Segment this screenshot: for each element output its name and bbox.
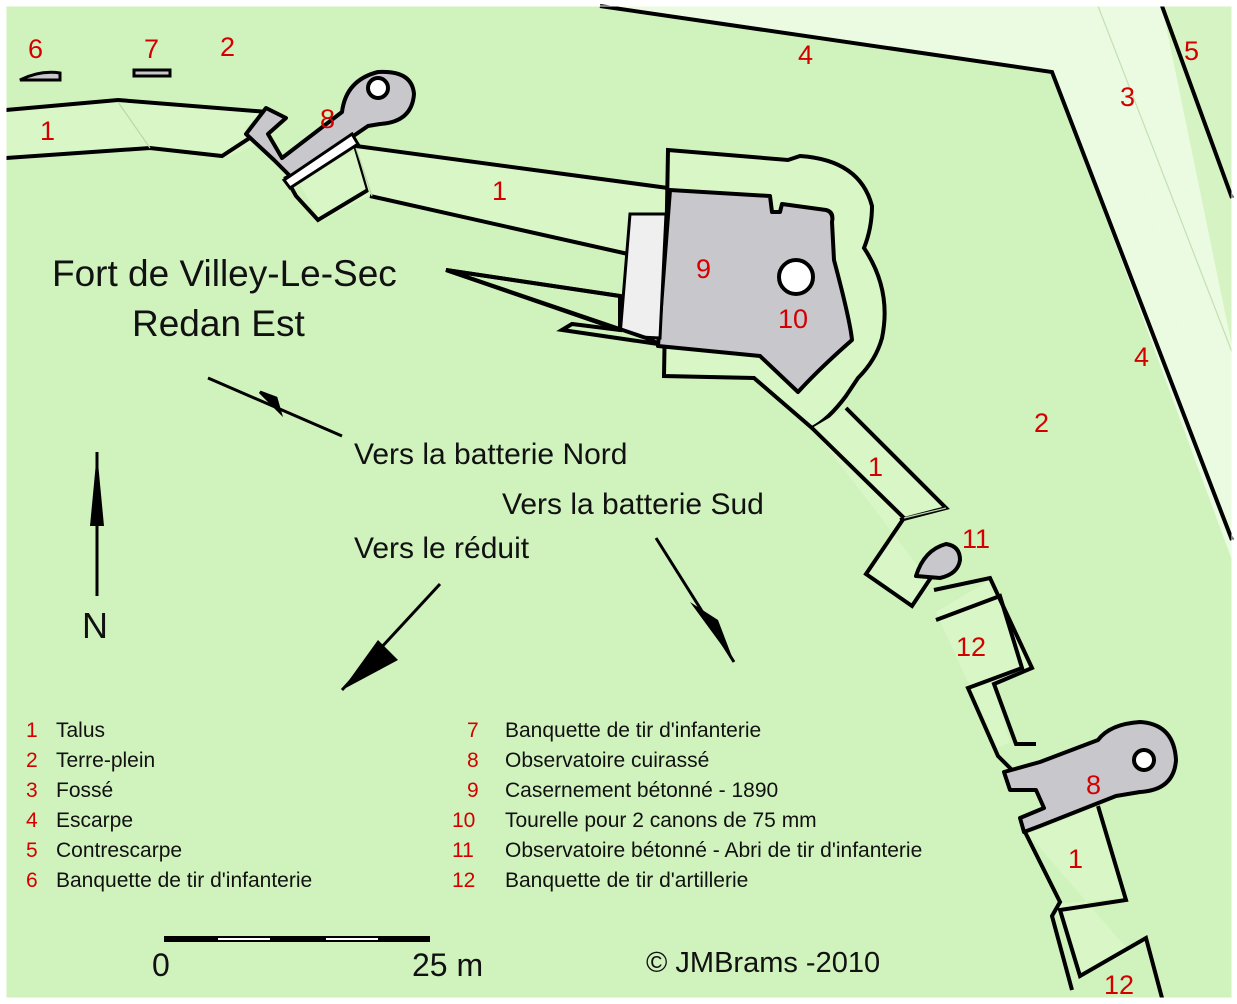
legend-right: 7 Banquette de tir d'infanterie 8 Observ… xyxy=(452,719,922,892)
legend-text: Tourelle pour 2 canons de 75 mm xyxy=(505,809,817,832)
wall-se-b xyxy=(810,426,934,609)
north-letter: N xyxy=(82,605,108,646)
legend-num: 11 xyxy=(452,839,474,862)
map-title-line2: Redan Est xyxy=(132,303,305,344)
observatoire-8-north xyxy=(244,69,416,180)
observatoire-8-south xyxy=(1002,720,1178,834)
map-number-4-north: 4 xyxy=(798,40,813,70)
obs8-north-step xyxy=(281,131,361,191)
map-title-line1: Fort de Villey-Le-Sec xyxy=(52,253,397,294)
talus-south xyxy=(1028,806,1130,976)
observatoire-11 xyxy=(914,542,962,580)
approach-platform xyxy=(618,212,668,340)
wall-south-inner xyxy=(1022,829,1074,991)
map-number-10: 10 xyxy=(778,304,808,334)
label-vers-batterie-sud: Vers la batterie Sud xyxy=(502,488,764,521)
banquette-7-shape xyxy=(132,68,172,78)
legend-num: 4 xyxy=(26,809,38,832)
map-number-12-south: 12 xyxy=(1104,970,1134,1000)
arrow-south-battery xyxy=(654,537,736,663)
contrescarpe-band xyxy=(1162,6,1232,346)
arrow-reduit xyxy=(340,582,442,692)
legend-num: 6 xyxy=(26,869,38,892)
legend-text: Banquette de tir d'infanterie xyxy=(56,869,312,892)
wall-north-b xyxy=(369,194,629,256)
scale-end-label: 25 m xyxy=(412,947,483,983)
contrescarpe-wall xyxy=(1160,5,1234,199)
talus-southeast xyxy=(812,408,946,606)
map-number-3: 3 xyxy=(1120,82,1135,112)
obs8-north-cupola-icon xyxy=(366,76,390,100)
map-number-5: 5 xyxy=(1184,36,1199,66)
legend-text: Fossé xyxy=(56,779,113,802)
talus-fold xyxy=(117,101,151,149)
banquette-6-shape xyxy=(19,70,62,82)
legend-text: Talus xyxy=(56,719,105,742)
legend-num: 10 xyxy=(452,809,475,832)
wall-north-a xyxy=(355,144,669,190)
legend-num: 1 xyxy=(26,719,38,742)
map-frame xyxy=(5,5,1233,999)
legend-text: Banquette de tir d'artillerie xyxy=(505,869,748,892)
north-arrow-icon xyxy=(90,452,104,596)
arrow-north-battery xyxy=(207,376,343,438)
legend-text: Contrescarpe xyxy=(56,839,182,862)
map-number-12-middle: 12 xyxy=(956,632,986,662)
legend-num: 8 xyxy=(467,749,479,772)
map-number-9: 9 xyxy=(696,254,711,284)
map-number-7: 7 xyxy=(144,34,159,64)
copyright-text: © JMBrams -2010 xyxy=(646,947,880,979)
legend-text: Banquette de tir d'infanterie xyxy=(505,719,761,742)
escarpe-wall xyxy=(599,4,1234,541)
wall-south-outer xyxy=(1057,805,1164,999)
legend-text: Terre-plein xyxy=(56,749,155,772)
wall-12-inner xyxy=(935,593,1025,774)
tourelle-10-icon xyxy=(777,258,815,296)
legend-left: 1 Talus 2 Terre-plein 3 Fossé 4 Escarpe … xyxy=(26,719,312,892)
wall-west-bottom xyxy=(5,128,264,160)
casernement-9 xyxy=(656,188,854,394)
map-number-1-west: 1 xyxy=(40,116,55,146)
legend-num: 7 xyxy=(467,719,479,742)
map-number-6: 6 xyxy=(28,34,43,64)
legend-num: 9 xyxy=(467,779,479,802)
map-number-8-north: 8 xyxy=(320,104,335,134)
legend-num: 2 xyxy=(26,749,38,772)
legend-text: Casernement bétonné - 1890 xyxy=(505,779,778,802)
talus-obs8-north xyxy=(296,148,372,222)
map-number-1-south: 1 xyxy=(1068,844,1083,874)
talus-north xyxy=(356,148,668,254)
wall-west-top xyxy=(5,97,269,114)
map-number-2-north: 2 xyxy=(220,32,235,62)
fosse-edge xyxy=(1097,5,1233,353)
label-vers-batterie-nord: Vers la batterie Nord xyxy=(354,438,627,471)
spur-lower xyxy=(445,268,621,332)
map-number-1-southeast: 1 xyxy=(868,452,883,482)
fold-north xyxy=(355,147,373,197)
fold-se xyxy=(903,507,947,519)
obs8-south-cupola-icon xyxy=(1132,748,1156,772)
legend-text: Observatoire bétonné - Abri de tir d'inf… xyxy=(505,839,922,862)
label-vers-reduit: Vers le réduit xyxy=(354,532,530,565)
scale-start-label: 0 xyxy=(152,947,170,983)
legend-num: 5 xyxy=(26,839,38,862)
map-number-1-north: 1 xyxy=(492,176,507,206)
legend-text: Escarpe xyxy=(56,809,133,832)
map-number-4-east: 4 xyxy=(1134,342,1149,372)
legend-num: 12 xyxy=(452,869,475,892)
wall-12-outer xyxy=(933,575,1036,746)
legend-num: 3 xyxy=(26,779,38,802)
map-number-11: 11 xyxy=(962,524,990,554)
scale-bar xyxy=(164,936,430,942)
map-number-2-east: 2 xyxy=(1034,408,1049,438)
spur-wall xyxy=(445,268,660,346)
map-number-8-south: 8 xyxy=(1086,770,1101,800)
spur-upper xyxy=(445,268,621,298)
legend-text: Observatoire cuirassé xyxy=(505,749,709,772)
